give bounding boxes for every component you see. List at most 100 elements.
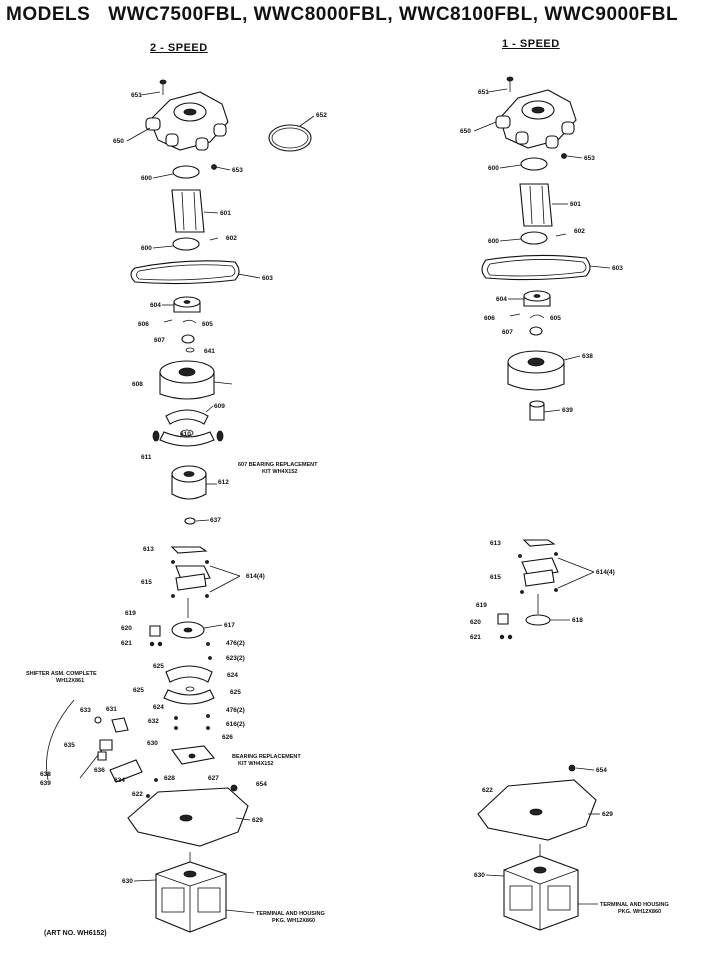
clutch-638-right [507, 350, 565, 391]
bearing-607-left [181, 334, 195, 344]
label-654-left: 654 [256, 781, 267, 788]
label-619-left: 619 [125, 610, 136, 617]
plate-613-right [522, 539, 556, 547]
note-shifter: SHIFTER ASM. COMPLETE [26, 671, 97, 677]
label-611-left: 611 [141, 454, 152, 461]
label-606-left: 606 [138, 321, 149, 328]
note-bearing-kit-2b: KIT WH4X152 [238, 761, 273, 767]
motor-630-right [503, 844, 579, 931]
screw-651-right [506, 76, 514, 92]
label-616-left: 616(2) [226, 721, 245, 728]
label-625a-left: 625 [153, 663, 164, 670]
pulley-604-left [173, 296, 201, 313]
clamp-600-right-top [520, 157, 548, 171]
part-619-right [497, 613, 509, 625]
label-625b-left: 625 [133, 687, 144, 694]
label-600b-left: 600 [141, 245, 152, 252]
label-627-left: 627 [208, 775, 219, 782]
label-621-left: 621 [121, 640, 132, 647]
label-626-left: 626 [222, 734, 233, 741]
label-617-left: 617 [224, 622, 235, 629]
label-632-left: 632 [148, 718, 159, 725]
pulley-604-right [523, 290, 551, 307]
screw-651-left [159, 79, 167, 95]
label-603-left: 603 [262, 275, 273, 282]
label-602-left: 602 [226, 235, 237, 242]
leader-lines-left [126, 91, 315, 914]
label-614-right: 614(4) [596, 569, 615, 576]
label-614-left: 614(4) [246, 573, 265, 580]
hub-612-left [171, 465, 207, 500]
motor-630-left [155, 852, 227, 933]
label-601-left: 601 [220, 210, 231, 217]
label-613-right: 613 [490, 540, 501, 547]
label-601-right: 601 [570, 201, 581, 208]
ring-652-left [268, 124, 312, 152]
label-635-left: 635 [64, 742, 75, 749]
label-638-left: 638 [40, 771, 51, 778]
note-bearing-kit-2: BEARING REPLACEMENT [232, 754, 301, 760]
label-600b-right: 600 [488, 238, 499, 245]
label-476b-left: 476(2) [226, 707, 245, 714]
label-476a-left: 476(2) [226, 640, 245, 647]
label-639-right: 639 [562, 407, 573, 414]
label-620-left: 620 [121, 625, 132, 632]
note-bearing-kit-1: 607 BEARING REPLACEMENT [238, 462, 318, 468]
label-619-right: 619 [476, 602, 487, 609]
label-612-left: 612 [218, 479, 229, 486]
hose-601-left [171, 189, 205, 233]
ring-605-left [182, 319, 197, 324]
clip-653-left [211, 164, 217, 170]
label-624b-left: 624 [153, 704, 164, 711]
shoe-624-left [165, 665, 213, 683]
label-638-right: 638 [582, 353, 593, 360]
label-637-left: 637 [210, 517, 221, 524]
hose-601-right [519, 183, 553, 227]
label-629-right: 629 [602, 811, 613, 818]
label-607-left: 607 [154, 337, 165, 344]
models-label: MODELS [6, 4, 91, 25]
label-613-left: 613 [143, 546, 154, 553]
shoe-609-left [165, 409, 209, 425]
plate-613-left [170, 546, 208, 554]
label-623-left: 623(2) [226, 655, 245, 662]
bearing-607-right [529, 326, 543, 336]
note-shifter-b: WH12X861 [56, 678, 84, 684]
bearing-627-left [171, 745, 216, 765]
label-624a-left: 624 [227, 672, 238, 679]
label-606-right: 606 [484, 315, 495, 322]
label-653-right: 653 [584, 155, 595, 162]
label-615-right: 615 [490, 574, 501, 581]
note-bearing-kit-1b: KIT WH4X152 [262, 469, 297, 475]
part-619-left [149, 625, 161, 637]
label-603-right: 603 [612, 265, 623, 272]
clamp-600-right-bottom [520, 231, 548, 245]
label-621-right: 621 [470, 634, 481, 641]
washer-637-left [184, 517, 196, 525]
label-615-left: 615 [141, 579, 152, 586]
models-list: WWC7500FBL, WWC8000FBL, WWC8100FBL, WWC9… [108, 4, 679, 25]
label-625c-left: 625 [230, 689, 241, 696]
note-terminal-right: TERMINAL AND HOUSING [600, 902, 669, 908]
shifter-asm-left [46, 699, 143, 783]
label-651-right: 651 [478, 89, 489, 96]
pump-650-right [495, 89, 577, 149]
label-630-right: 630 [474, 872, 485, 879]
label-629-left: 629 [252, 817, 263, 824]
label-605-left: 605 [202, 321, 213, 328]
label-651-left: 651 [131, 92, 142, 99]
label-609-left: 609 [214, 403, 225, 410]
label-650-right: 650 [460, 128, 471, 135]
label-633-left: 633 [80, 707, 91, 714]
label-641-left: 641 [204, 348, 215, 355]
clamp-600-left-top [172, 165, 200, 179]
clip-653-right [561, 153, 567, 159]
one-speed-heading: 1 - SPEED [502, 38, 560, 50]
belt-603-left [130, 260, 240, 285]
hub-618-right [525, 614, 551, 626]
label-654-right: 654 [596, 767, 607, 774]
label-639-left: 639 [40, 780, 51, 787]
gear-617-left [171, 621, 205, 639]
leader-lines-right [473, 88, 611, 905]
